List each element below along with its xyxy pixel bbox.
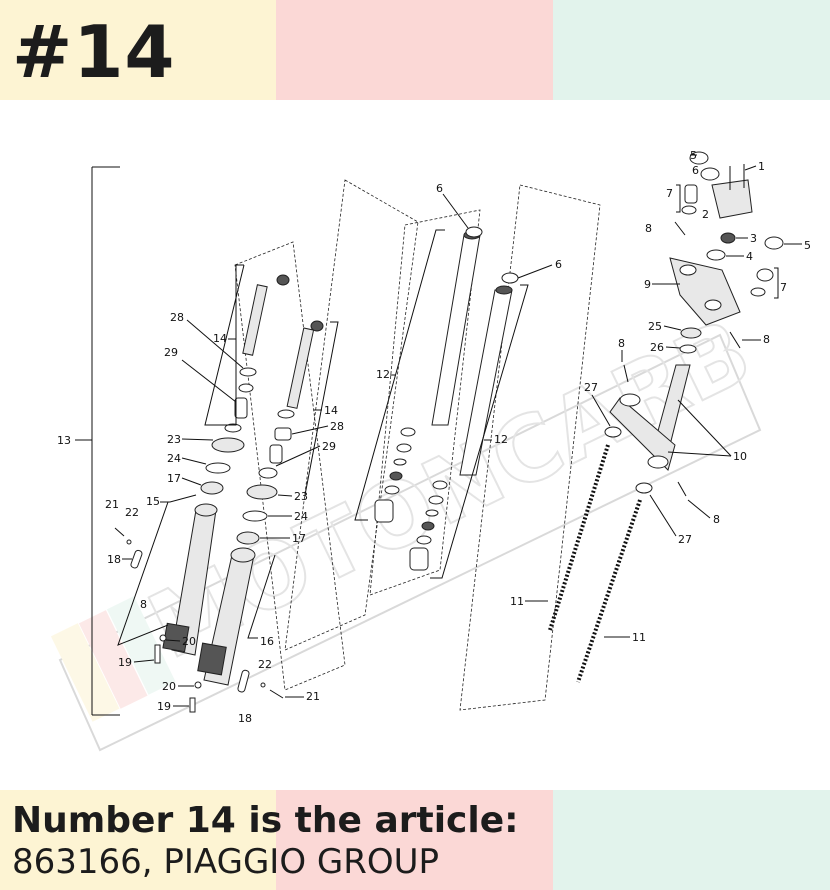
callout-27-bottom: 27: [678, 533, 692, 546]
washer-20-bottom: [194, 681, 202, 689]
callout-8-bottom: 8: [713, 513, 720, 526]
watermark-logo: MOTONCARB: [50, 298, 767, 752]
callout-19: 19: [118, 656, 132, 669]
callout-12-right: 12: [494, 433, 508, 446]
stanchion-left: [224, 274, 290, 433]
steering-stem-10: [609, 364, 691, 471]
callout-22: 22: [125, 506, 139, 519]
header-band-pink: [276, 0, 553, 100]
ring-24-left: [205, 462, 231, 474]
callout-4: 4: [746, 250, 753, 263]
callout-18: 18: [107, 553, 121, 566]
ring-29-right: [258, 467, 278, 479]
callout-7-left: 7: [666, 187, 673, 200]
header-band-yellow: [0, 0, 276, 100]
callout-2: 2: [702, 208, 709, 221]
fork-slider-16: [197, 547, 256, 686]
callout-23-right: 23: [294, 490, 308, 503]
panel-right-tube: [459, 184, 601, 711]
nut-25: [680, 327, 702, 339]
callout-28-right: 28: [330, 420, 344, 433]
callout-3: 3: [750, 232, 757, 245]
callout-8-right: 8: [763, 333, 770, 346]
callout-17: 17: [167, 472, 181, 485]
bolt-19-bottom: [189, 697, 196, 713]
o-ring-6-right: [501, 272, 519, 284]
pin-18-bottom: [237, 669, 250, 693]
part-number-heading: #14: [12, 10, 176, 94]
callout-23: 23: [167, 433, 181, 446]
callout-11-left: 11: [510, 595, 524, 608]
callout-14: 14: [213, 332, 227, 345]
callout-29-right: 29: [322, 440, 336, 453]
callout-10: 10: [733, 450, 747, 463]
callout-13: 13: [57, 434, 71, 447]
callout-28: 28: [170, 311, 184, 324]
callout-11-right: 11: [632, 631, 646, 644]
header-band-mint: [553, 0, 830, 100]
nut-26: [679, 344, 697, 354]
fork-slider-15: [162, 503, 218, 656]
callout-8-top: 8: [645, 222, 652, 235]
callout-22-bottom: 22: [258, 658, 272, 671]
panel-center-tube: [369, 209, 481, 596]
callout-9: 9: [644, 278, 651, 291]
washer-22-left: [126, 539, 132, 545]
callout-5-right: 5: [804, 239, 811, 252]
callout-20: 20: [182, 635, 196, 648]
callout-8-mid: 8: [618, 337, 625, 350]
callout-29: 29: [164, 346, 178, 359]
callout-24-right: 24: [294, 510, 308, 523]
washer-20-left: [159, 634, 167, 642]
outer-tube-12-right: [409, 285, 513, 571]
callout-16: 16: [260, 635, 274, 648]
callout-21: 21: [105, 498, 119, 511]
pin-18-left: [130, 549, 143, 569]
callout-24: 24: [167, 452, 181, 465]
article-caption: Number 14 is the article:: [12, 800, 519, 841]
callout-7-right: 7: [780, 281, 787, 294]
callout-6-b: 6: [555, 258, 562, 271]
washer-22-bottom: [260, 682, 266, 688]
callout-20-bottom: 20: [162, 680, 176, 693]
bearing-27-top: [604, 426, 622, 438]
seal-17-right: [236, 531, 260, 545]
callout-6-top: 6: [692, 164, 699, 177]
callout-27-top: 27: [584, 381, 598, 394]
bolt-19-left: [154, 644, 161, 664]
screw-21-bottom: [269, 689, 284, 699]
bracket-13: [75, 166, 120, 716]
footer-band-yellow: [0, 790, 276, 890]
footer-band-mint: [553, 790, 830, 890]
callout-26: 26: [650, 341, 664, 354]
exploded-parts-diagram: MOTONCARB: [50, 149, 811, 752]
callout-18-bottom: 18: [238, 712, 252, 725]
callout-6-a: 6: [436, 182, 443, 195]
upper-yoke-9: [669, 257, 741, 326]
callout-17-right: 17: [292, 532, 306, 545]
stanchion-right: [269, 320, 324, 464]
callout-19-bottom: 19: [157, 700, 171, 713]
callout-1: 1: [758, 160, 765, 173]
bearing-27-bottom: [635, 482, 653, 494]
callout-21-bottom: 21: [306, 690, 320, 703]
dust-seal-23-right: [246, 484, 278, 500]
callout-15: 15: [146, 495, 160, 508]
ring-24-right: [242, 510, 268, 522]
footer-band-pink: [276, 790, 553, 890]
o-ring-6-left: [465, 226, 483, 238]
top-clamp-assembly: [623, 151, 784, 497]
callout-25: 25: [648, 320, 662, 333]
spring-11-left: [548, 444, 610, 631]
callout-8-left: 8: [140, 598, 147, 611]
callout-14-right: 14: [324, 404, 338, 417]
screw-21-left: [114, 527, 125, 537]
dust-seal-23-left: [211, 437, 245, 453]
callout-12-left: 12: [376, 368, 390, 381]
panel-left-stanchion: [234, 241, 346, 691]
spring-11-right: [576, 499, 642, 683]
seal-17-left: [200, 481, 224, 495]
callout-labels: 13 28 29 14 23 24 17 15 21 22 18 8 20 19…: [57, 149, 811, 725]
article-number-brand: 863166, PIAGGIO GROUP: [12, 842, 440, 882]
